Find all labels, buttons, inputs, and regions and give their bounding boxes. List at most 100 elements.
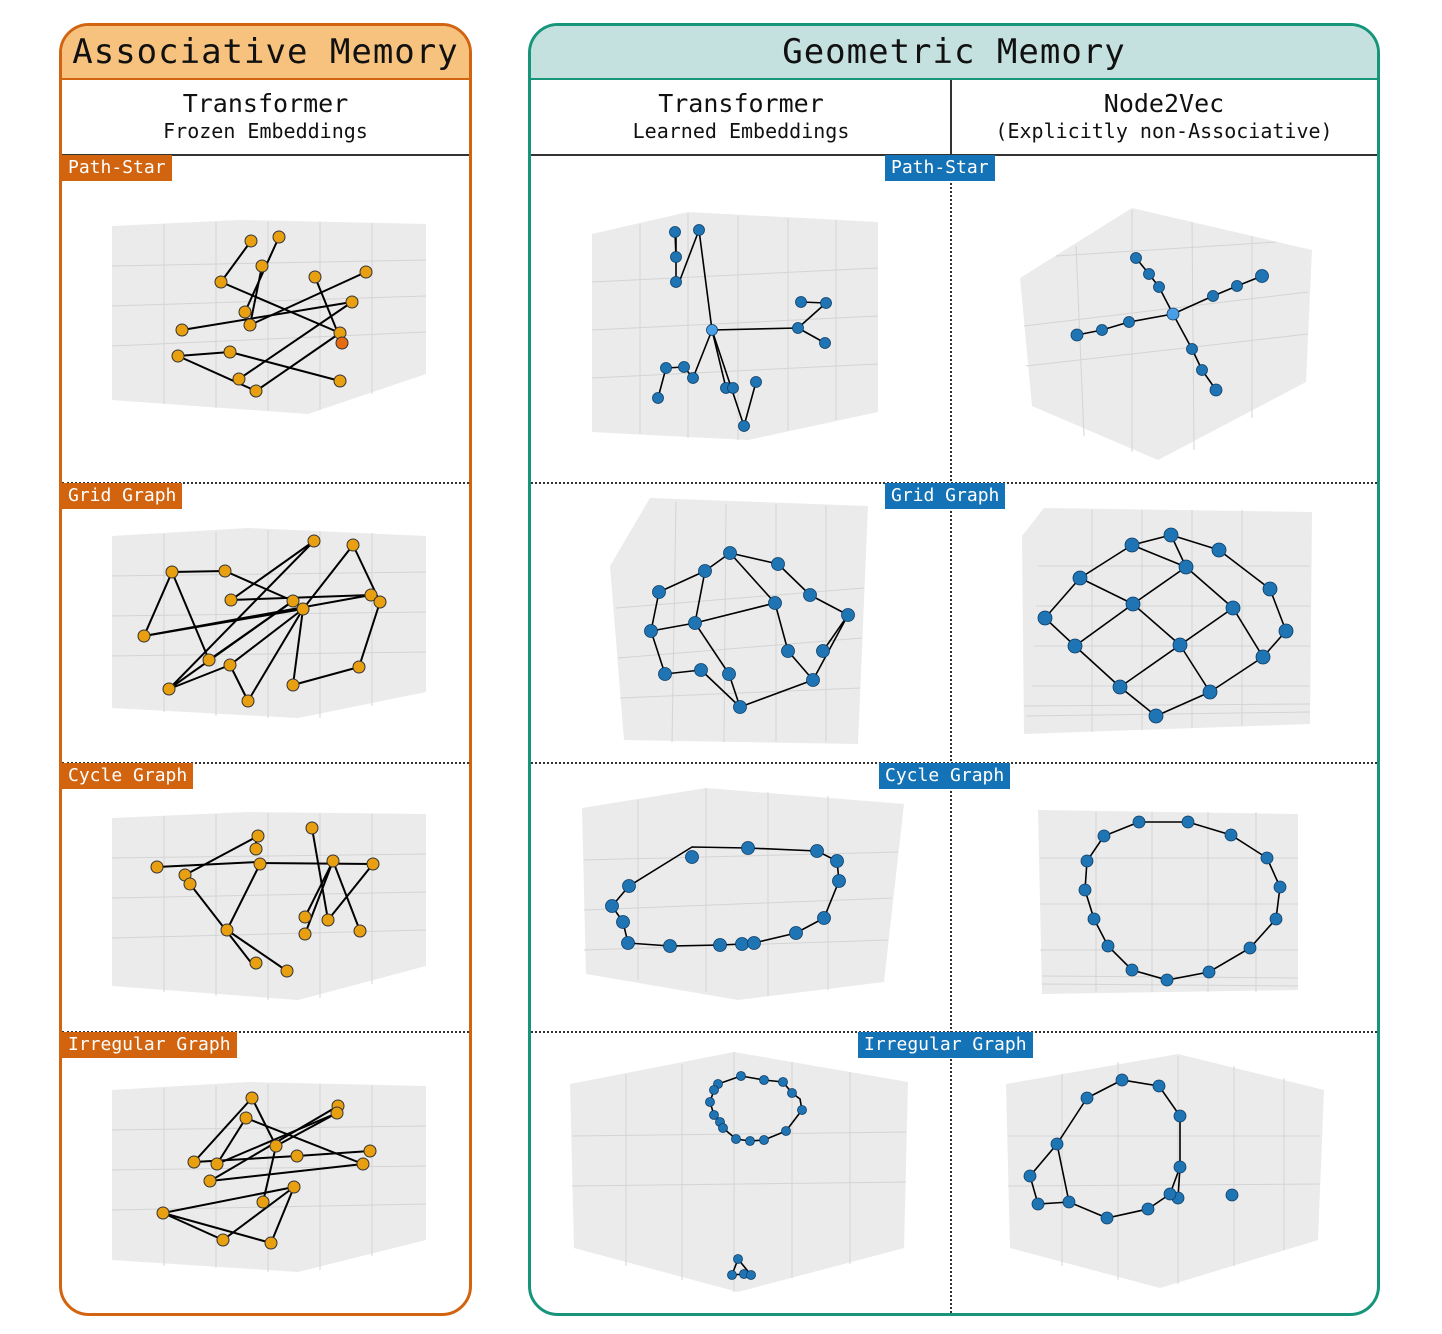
graph-edge [1185,566,1234,609]
graph-edge [743,381,757,427]
graph-node [1087,912,1101,926]
graph-edge [292,608,304,686]
graph-node [366,857,380,871]
graph-node [202,653,216,667]
graph-node [1097,829,1111,843]
graph-edge [251,1097,277,1147]
graph-node [1023,1169,1037,1183]
graph-edge [168,600,294,690]
graph-edge [177,355,257,392]
graph-node [296,602,310,616]
graph-edge [220,281,341,334]
graph-node [652,392,664,404]
graph-node [816,644,830,658]
graph-node [298,910,312,924]
graph-edge [247,608,304,702]
graph-edge [292,666,360,686]
graph-node [150,860,164,874]
plot-3d-pane [112,812,426,1000]
graph-edge [226,863,261,931]
graph-node [1124,537,1140,553]
graph-node [1225,600,1241,616]
geo-transformer-column-header: Transformer Learned Embeddings [531,80,951,156]
graph-node [326,854,340,868]
graph-node [1072,570,1088,586]
graph-node [736,1071,746,1081]
column-divider-dotted [950,156,952,1313]
graph-edge [1218,549,1271,590]
graph-node [307,534,321,548]
graph-node [1231,280,1243,292]
graph-node [622,879,636,893]
graph-node [621,936,635,950]
graph-node [803,588,817,602]
graph-node [718,1123,728,1133]
graph-edge [1209,656,1264,693]
graph-edge [1170,534,1220,551]
graph-edge [226,929,288,972]
assoc-irregular-graph-plot [111,1082,427,1272]
graph-node [727,1270,737,1280]
graph-edge [327,863,374,921]
graph-edge [249,265,263,326]
graph-node [1260,851,1274,865]
graph-node [819,337,831,349]
geo-node2vec-subtitle: (Explicitly non-Associative) [995,119,1333,143]
graph-edge [311,827,329,921]
graph-node [330,1106,344,1120]
graph-edge [694,602,776,624]
graph-edge [230,594,372,601]
graph-node [1037,610,1053,626]
graph-node [1096,324,1108,336]
graph-node [1255,649,1271,665]
plot-3d-pane [610,498,868,744]
graph-node [787,1088,797,1098]
graph-node [735,937,749,951]
geo-row-label-irregular: Irregular Graph [858,1032,1033,1058]
graph-node [789,926,803,940]
graph-edge [304,860,334,935]
graph-node [1125,596,1141,612]
assoc-row-label-cycle: Cycle Graph [62,763,194,789]
graph-node [333,374,347,388]
plot-3d-pane [1038,810,1298,994]
plot-3d-pane [582,788,904,1000]
graph-node [738,420,750,432]
graph-edge [162,1186,295,1214]
graph-node [644,624,658,638]
assoc-row-label-grid: Grid Graph [62,483,183,509]
graph-node [232,372,246,386]
graph-node [243,318,257,332]
graph-node [781,1126,791,1136]
graph-node [733,1254,743,1264]
graph-edge [1179,644,1211,693]
graph-edge [296,1150,371,1157]
graph-node [162,682,176,696]
row-separator [62,762,469,764]
graph-edge [694,622,730,675]
graph-edge [1132,566,1187,605]
graph-node [1166,307,1180,321]
graph-edge [1128,313,1174,323]
graph-edge [238,301,353,380]
graph-edge [304,860,334,918]
graph-node [727,382,739,394]
graph-node [137,629,151,643]
graph-edge [216,1117,247,1165]
graph-node [687,372,699,384]
graph-node [670,276,682,288]
plot-3d-pane [592,212,878,440]
graph-edge [302,544,354,610]
graph-edge [244,236,280,313]
geo-transformer-cycle-graph-plot [582,788,904,1000]
graph-node [660,362,672,374]
graph-node [778,1077,788,1087]
graph-edge [222,1186,295,1241]
graph-edge [692,329,713,379]
assoc-grid-graph-plot [111,528,427,718]
graph-edge [711,327,799,331]
graph-edge [739,679,814,708]
assoc-column-header: Transformer Frozen Embeddings [62,80,469,156]
graph-node [298,927,312,941]
geo-node2vec-grid-graph-plot [1022,508,1312,734]
